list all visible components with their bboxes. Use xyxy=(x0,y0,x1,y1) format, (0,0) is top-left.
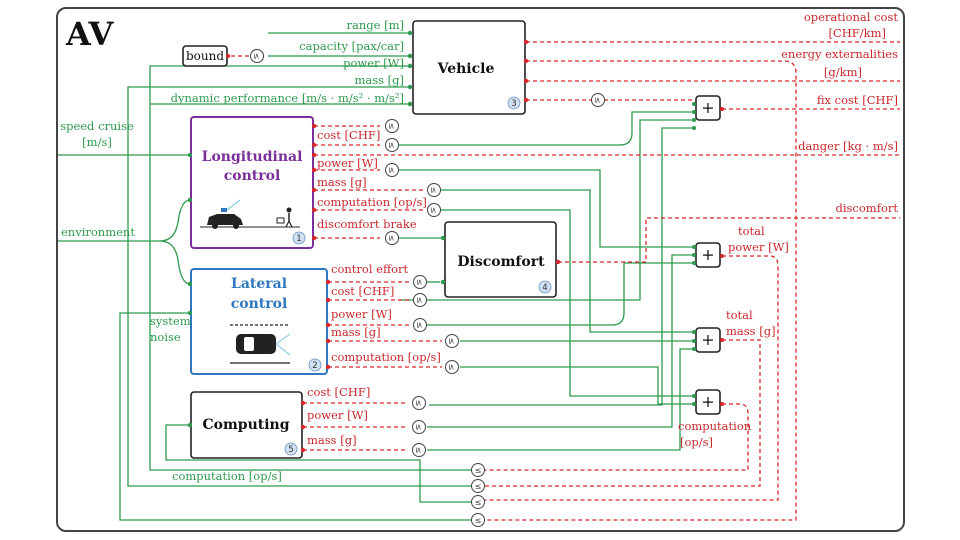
label-lat-cost: cost [CHF] xyxy=(331,284,394,298)
leq-icon: ≤ xyxy=(387,142,396,149)
label-speed-cruise-unit: [m/s] xyxy=(82,135,112,149)
leq-icon: ≤ xyxy=(414,447,423,454)
label-total-power: total xyxy=(738,224,765,238)
label-capacity: capacity [pax/car] xyxy=(299,39,404,53)
leq-icon: ≤ xyxy=(593,97,602,104)
label-lat-mass: mass [g] xyxy=(331,325,381,339)
label-system: system xyxy=(150,314,191,328)
leq-icon: ≤ xyxy=(475,466,482,475)
label-operational-cost: operational cost xyxy=(804,10,899,24)
vehicle-number: 3 xyxy=(511,99,516,109)
functionality-labels: range [m] capacity [pax/car] power [W] m… xyxy=(60,18,404,483)
computing-number: 5 xyxy=(288,445,293,455)
label-energy-externalities-unit: [g/km] xyxy=(824,65,862,79)
lateral-control-module: Lateral control 2 xyxy=(190,268,328,375)
label-vehicle-power: power [W] xyxy=(343,56,404,70)
sum-nodes: + + + + xyxy=(695,95,721,415)
discomfort-title: Discomfort xyxy=(457,254,545,270)
label-total-mass-unit: mass [g] xyxy=(726,324,776,338)
vehicle-module: Vehicle 3 xyxy=(412,20,526,115)
leq-icon: ≤ xyxy=(475,482,482,491)
diagram-title: AV xyxy=(65,15,115,53)
label-operational-cost-unit: [CHF/km] xyxy=(828,26,886,40)
leq-icon: ≤ xyxy=(475,498,482,507)
label-noise: noise xyxy=(150,330,181,344)
plus-symbol: + xyxy=(701,392,714,411)
label-comp-cost: cost [CHF] xyxy=(307,385,370,399)
label-total-power-unit: power [W] xyxy=(728,240,789,254)
label-lon-mass: mass [g] xyxy=(317,175,367,189)
sum-computation xyxy=(695,389,721,415)
label-dynamic-performance: dynamic performance [m/s · m/s² · m/s²] xyxy=(171,91,404,105)
sum-fix-cost xyxy=(695,95,721,121)
label-lon-cost: cost [CHF] xyxy=(317,128,380,142)
car-pedestrian-icon xyxy=(200,199,300,229)
label-comp-power: power [W] xyxy=(307,408,368,422)
label-range: range [m] xyxy=(347,18,404,32)
longitudinal-number: 1 xyxy=(296,234,301,244)
label-lat-power: power [W] xyxy=(331,307,392,321)
leq-icon: ≤ xyxy=(387,167,396,174)
label-lon-power: power [W] xyxy=(317,156,378,170)
computing-title: Computing xyxy=(202,417,289,433)
leq-icon: ≤ xyxy=(415,279,424,286)
label-speed-cruise: speed cruise xyxy=(60,119,134,133)
leq-icon: ≤ xyxy=(447,364,456,371)
label-lat-control-effort: control effort xyxy=(331,262,409,276)
leq-icon: ≤ xyxy=(415,322,424,329)
leq-icon: ≤ xyxy=(429,207,438,214)
label-danger: danger [kg · m/s] xyxy=(798,139,898,153)
leq-icon: ≤ xyxy=(415,297,424,304)
longitudinal-control-module: Longitudinal control 1 xyxy=(190,116,314,249)
leq-icon: ≤ xyxy=(447,338,456,345)
discomfort-number: 4 xyxy=(542,283,547,293)
plus-symbol: + xyxy=(701,98,714,117)
leq-icon: ≤ xyxy=(429,187,438,194)
plus-symbol: + xyxy=(701,330,714,349)
label-total-mass: total xyxy=(726,308,753,322)
leq-icon: ≤ xyxy=(475,516,482,525)
label-environment: environment xyxy=(61,225,135,239)
label-lon-discomfort-brake: discomfort brake xyxy=(317,217,417,231)
lateral-number: 2 xyxy=(312,361,317,371)
computing-module: Computing 5 xyxy=(190,391,303,459)
resource-wires xyxy=(224,41,900,521)
label-energy-externalities: energy externalities xyxy=(781,47,898,61)
lateral-title-line1: Lateral xyxy=(231,276,287,292)
leq-icon: ≤ xyxy=(387,123,396,130)
label-computation-bottom: computation [op/s] xyxy=(172,469,282,483)
bound-block: bound xyxy=(182,45,230,67)
label-computation-sum: computation xyxy=(678,419,752,433)
functionality-wires xyxy=(58,32,694,521)
lateral-title-line2: control xyxy=(231,296,288,312)
car-top-view-icon xyxy=(230,324,291,364)
leq-symbols: ≤ ≤ ≤ ≤ ≤ ≤ ≤ ≤ ≤ ≤ ≤ ≤ ≤ ≤ ≤ ≤ ≤ ≤ ≤ ≤ xyxy=(250,49,605,527)
label-computation-sum-unit: [op/s] xyxy=(680,435,713,449)
longitudinal-title-line2: control xyxy=(224,168,281,184)
leq-icon: ≤ xyxy=(387,235,396,242)
leq-icon: ≤ xyxy=(414,424,423,431)
resource-labels: operational cost [CHF/km] energy externa… xyxy=(307,10,898,449)
label-vehicle-mass: mass [g] xyxy=(354,73,404,87)
plus-symbol: + xyxy=(701,245,714,264)
leq-icon: ≤ xyxy=(414,400,423,407)
discomfort-module: Discomfort 4 xyxy=(444,221,557,298)
label-lat-computation: computation [op/s] xyxy=(331,350,441,364)
label-lon-computation: computation [op/s] xyxy=(317,195,427,209)
label-fix-cost: fix cost [CHF] xyxy=(817,93,898,107)
leq-icon: ≤ xyxy=(252,53,261,60)
port-dots xyxy=(187,30,724,453)
vehicle-title: Vehicle xyxy=(437,61,495,77)
bound-label: bound xyxy=(186,49,224,63)
label-discomfort-output: discomfort xyxy=(835,201,898,215)
av-frame xyxy=(56,7,905,532)
label-comp-mass: mass [g] xyxy=(307,433,357,447)
longitudinal-title-line1: Longitudinal xyxy=(202,149,303,165)
